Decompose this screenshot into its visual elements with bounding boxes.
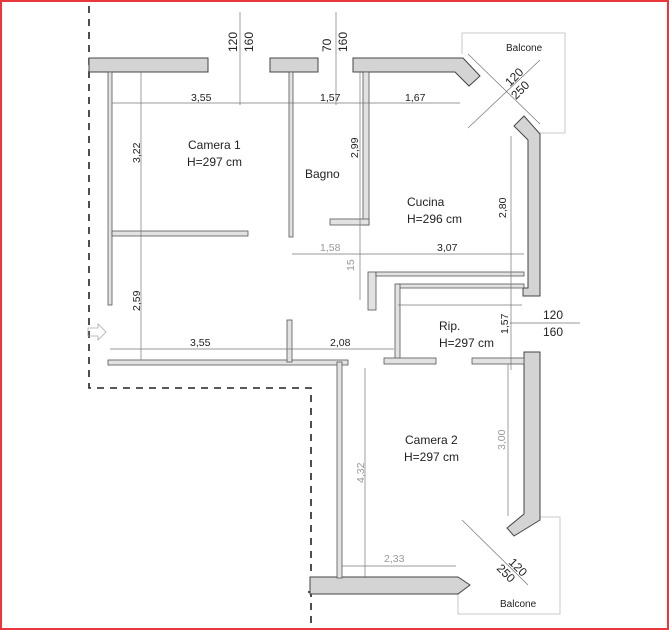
dim-cam1-depth: 3,22: [131, 142, 143, 163]
wall-cam1-bottom: [111, 230, 249, 237]
wall-bagno-stub: [329, 218, 370, 226]
wall-cam1-bagno: [288, 71, 294, 238]
dim-cam2-432: 4,32: [355, 462, 367, 483]
balcone-bottom-line: [461, 519, 529, 586]
wall-top-1: [88, 57, 209, 73]
window2-a: 70: [320, 38, 334, 52]
wall-right-lower: [506, 351, 541, 537]
dim-corr-158: 1,58: [320, 242, 341, 254]
dim-cam2-233: 2,33: [384, 553, 405, 565]
room-rip-name: Rip.: [439, 319, 460, 333]
room-camera1-name: Camera 1: [188, 138, 241, 152]
dim-corr-355: 3,55: [190, 337, 211, 349]
dim-bagno-width: 1,57: [320, 92, 341, 104]
wall-rip-left: [367, 271, 377, 311]
window1-b: 160: [242, 32, 256, 52]
balcone-top-line-2: [467, 59, 541, 129]
window2-b: 160: [336, 32, 350, 52]
balcone-top-outline: [461, 32, 566, 134]
dim-cam1-width: 3,55: [191, 92, 212, 104]
room-camera1-height: H=297 cm: [187, 155, 242, 169]
dim-corr-208: 2,08: [330, 337, 351, 349]
wall-left: [107, 71, 113, 306]
balcone-bottom-name: Balcone: [500, 599, 537, 610]
wall-rip-side: [394, 283, 401, 363]
room-cucina-name: Cucina: [407, 195, 445, 209]
wall-rip-top: [375, 271, 525, 277]
balcone-top-name: Balcone: [506, 43, 543, 54]
room-bagno-name: Bagno: [305, 167, 340, 181]
room-cucina-height: H=296 cm: [407, 212, 462, 226]
rip-window-b: 160: [543, 325, 563, 339]
window1-a: 120: [226, 32, 240, 52]
dim-cucina-depth: 2,80: [497, 197, 509, 218]
dim-small-15: 15: [345, 259, 357, 271]
wall-corridor-bottom: [107, 359, 349, 366]
balcone-bottom-outline: [457, 516, 561, 615]
dim-cam2-300: 3,00: [496, 429, 508, 450]
rip-window-a: 120: [543, 308, 563, 322]
dim-cucina-307: 3,07: [437, 242, 458, 254]
dim-cucina-width: 1,67: [405, 92, 426, 104]
balcone-top-line: [467, 53, 541, 125]
wall-top-2: [269, 57, 319, 73]
dim-corr-259: 2,59: [131, 290, 143, 311]
wall-right-upper: [513, 115, 541, 297]
dim-bagno-depth: 2,99: [349, 137, 361, 158]
wall-rip-bottom-2: [471, 357, 525, 365]
wall-cam2-left: [336, 361, 343, 579]
room-camera2-height: H=297 cm: [404, 450, 459, 464]
wall-top-3: [352, 57, 481, 87]
wall-bottom: [309, 576, 471, 595]
wall-bagno-cucina: [362, 71, 370, 226]
entrance-arrow-icon: [87, 323, 107, 341]
wall-rip-inner: [397, 283, 525, 289]
room-rip-height: H=297 cm: [439, 336, 494, 350]
wall-rip-bottom-1: [383, 357, 437, 365]
dim-rip-157: 1,57: [499, 313, 511, 334]
room-camera2-name: Camera 2: [405, 433, 458, 447]
wall-corridor-stub: [286, 319, 293, 363]
